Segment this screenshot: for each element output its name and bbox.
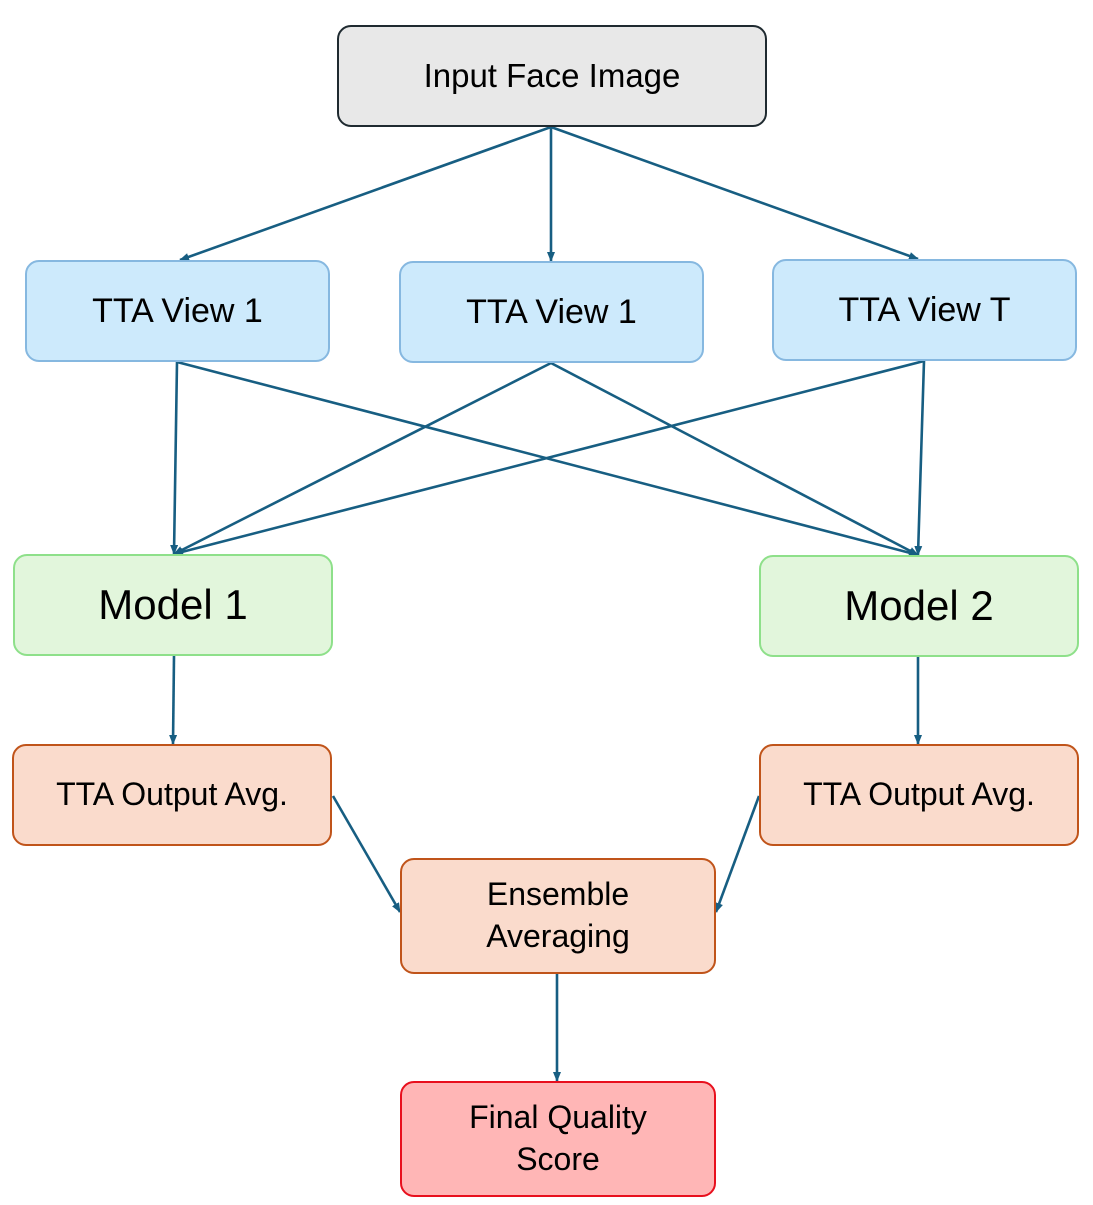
edge-view-b-to-model-1 [173, 361, 552, 556]
tta-view-first-node: TTA View 1 [25, 260, 330, 362]
edge-model-1-to-avg-1 [169, 655, 178, 745]
model-1-node: Model 1 [13, 554, 333, 656]
input-face-image-node: Input Face Image [337, 25, 767, 127]
edge-input-to-view-t [550, 125, 919, 261]
ensemble-averaging-label-line2: Averaging [486, 918, 630, 954]
tta-view-t-node: TTA View T [772, 259, 1077, 361]
ensemble-averaging-node: Ensemble Averaging [400, 858, 716, 974]
tta-output-avg-right-label: TTA Output Avg. [803, 776, 1035, 813]
edge-view-t-to-model-1 [173, 359, 925, 556]
edge-avg-2-to-ensemble [714, 795, 761, 913]
tta-view-second-node: TTA View 1 [399, 261, 704, 363]
tta-view-t-label: TTA View T [838, 290, 1011, 329]
input-face-image-label: Input Face Image [423, 56, 681, 94]
model-1-label: Model 1 [98, 580, 248, 628]
tta-view-first-label: TTA View 1 [92, 291, 263, 330]
edge-view-a-to-model-1 [170, 361, 179, 555]
model-2-label: Model 2 [844, 581, 994, 629]
edge-view-b-to-model-2 [550, 361, 919, 557]
tta-output-avg-left-node: TTA Output Avg. [12, 744, 332, 846]
tta-output-avg-left-label: TTA Output Avg. [56, 776, 288, 813]
tta-output-avg-right-node: TTA Output Avg. [759, 744, 1079, 846]
final-quality-score-label-line2: Score [516, 1141, 600, 1177]
tta-view-second-label: TTA View 1 [466, 292, 637, 331]
model-2-node: Model 2 [759, 555, 1079, 657]
edge-view-t-to-model-2 [914, 360, 926, 556]
ensemble-averaging-label-line1: Ensemble [486, 876, 630, 913]
edge-input-to-view-a [179, 125, 552, 262]
edge-avg-1-to-ensemble [331, 795, 402, 913]
final-quality-score-node: Final Quality Score [400, 1081, 716, 1197]
final-quality-score-label-line1: Final Quality [469, 1099, 647, 1136]
